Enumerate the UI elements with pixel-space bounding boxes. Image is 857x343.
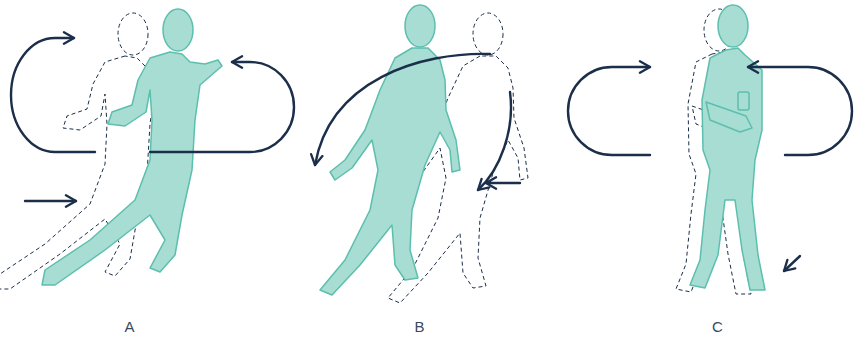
curved-arrow xyxy=(478,92,511,190)
loop-arrow xyxy=(11,38,95,152)
figure-label: A xyxy=(110,318,150,335)
motion-arrows xyxy=(11,38,852,271)
arrow xyxy=(486,182,520,184)
loop-arrow xyxy=(150,62,294,152)
figure xyxy=(690,5,765,290)
arrow xyxy=(784,256,800,271)
figure xyxy=(42,9,222,285)
figure-label: C xyxy=(698,318,738,335)
figure-label: B xyxy=(400,318,440,335)
curved-arrow xyxy=(315,54,490,165)
loop-arrow xyxy=(748,67,852,155)
loop-arrow xyxy=(568,67,650,155)
figure xyxy=(320,5,460,295)
arrow xyxy=(25,200,76,202)
